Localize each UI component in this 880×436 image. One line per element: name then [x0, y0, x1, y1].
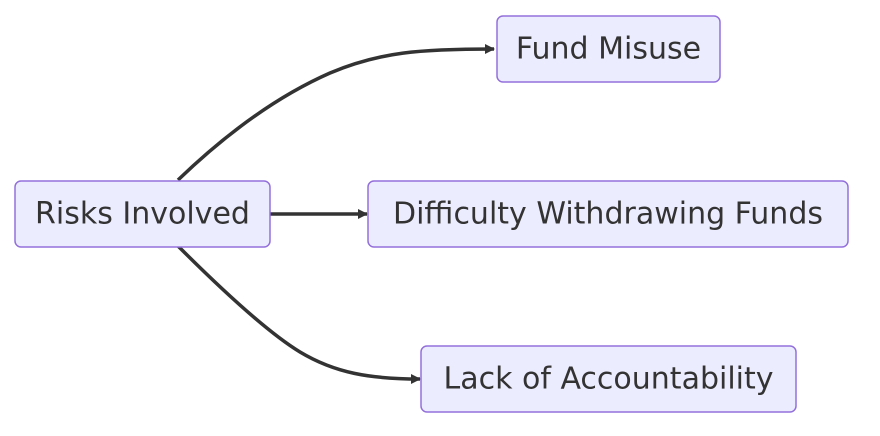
node-fund-misuse: Fund Misuse: [496, 15, 721, 83]
edge-risks-to-lack-of-accountability: [176, 244, 421, 384]
node-risks-involved: Risks Involved: [14, 180, 271, 248]
node-risks-involved-label: Risks Involved: [35, 197, 250, 232]
node-difficulty-withdrawing-funds: Difficulty Withdrawing Funds: [367, 180, 849, 248]
edge-risks-to-fund-misuse: [176, 44, 495, 182]
node-difficulty-withdrawing-funds-label: Difficulty Withdrawing Funds: [393, 197, 823, 232]
node-lack-of-accountability-label: Lack of Accountability: [443, 362, 773, 397]
node-lack-of-accountability: Lack of Accountability: [420, 345, 797, 413]
node-fund-misuse-label: Fund Misuse: [516, 32, 701, 67]
